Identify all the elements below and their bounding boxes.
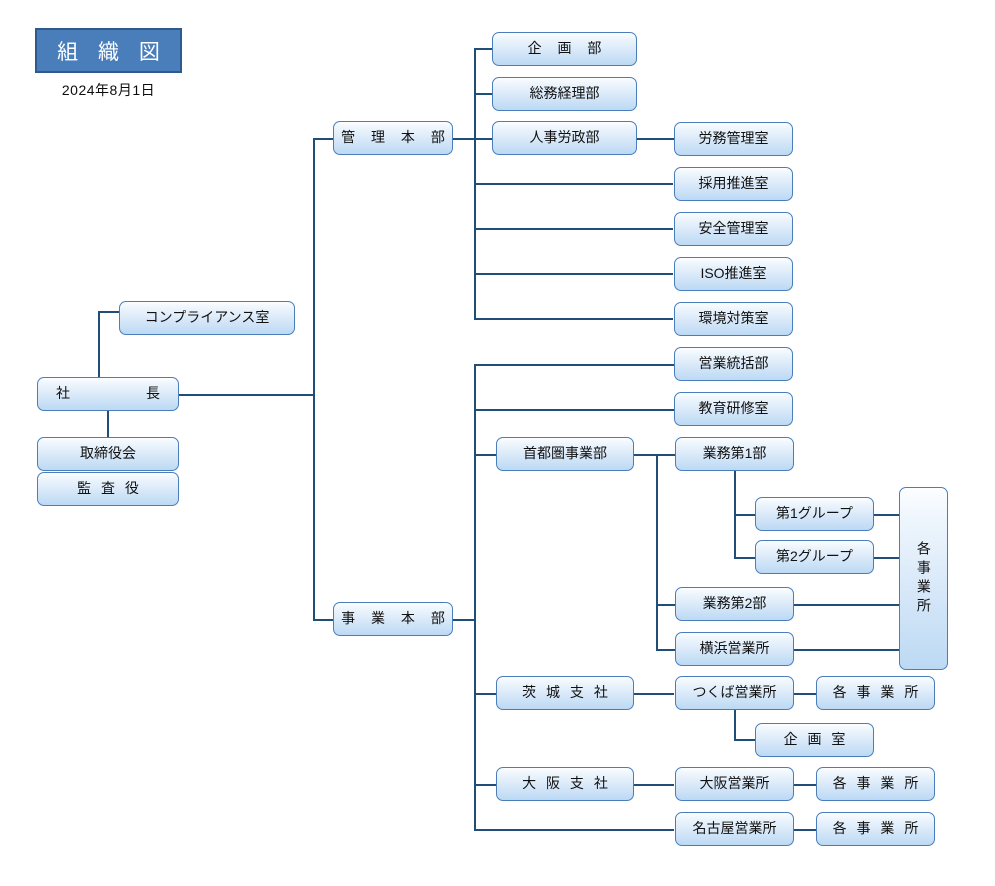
line-trunk-admin-hq (313, 138, 335, 140)
node-osaka-sales-office[interactable]: 大阪営業所 (675, 767, 794, 801)
node-recruitment-office[interactable]: 採用推進室 (674, 167, 793, 201)
line-metro-to-ops2 (656, 604, 675, 606)
node-safety-management-office[interactable]: 安全管理室 (674, 212, 793, 246)
line-metro-to-ops1 (656, 454, 675, 456)
line-trunk-business-hq (313, 619, 335, 621)
node-operations-department-1[interactable]: 業務第1部 (675, 437, 794, 471)
node-operations-department-2[interactable]: 業務第2部 (675, 587, 794, 621)
line-business-to-salescontrol (474, 364, 674, 366)
line-president-compliance-vertical (98, 311, 100, 395)
line-tsukuba-to-planning-vertical (734, 710, 736, 740)
node-sales-control-department[interactable]: 営業統括部 (674, 347, 793, 381)
node-business-headquarters[interactable]: 事 業 本 部 (333, 602, 453, 636)
line-metro-innertrunk-vertical (656, 454, 658, 649)
node-admin-headquarters[interactable]: 管 理 本 部 (333, 121, 453, 155)
node-president[interactable]: 社 長 (37, 377, 179, 411)
line-osakaoffice-to-sites (794, 784, 816, 786)
line-business-subtrunk (474, 364, 476, 829)
node-each-business-site-nagoya[interactable]: 各 事 業 所 (816, 812, 935, 846)
line-admin-to-general (474, 93, 493, 95)
line-ibaraki-to-tsukuba (634, 693, 674, 695)
line-metro-innertrunk (634, 454, 658, 456)
node-planning-department[interactable]: 企 画 部 (492, 32, 637, 66)
line-hr-to-labor (634, 138, 674, 140)
line-president-compliance-horizontal (98, 311, 122, 313)
line-business-to-nagoya (474, 829, 674, 831)
node-yokohama-sales-office[interactable]: 横浜営業所 (675, 632, 794, 666)
line-tsukuba-to-sites (794, 693, 816, 695)
chart-date: 2024年8月1日 (61, 82, 156, 98)
line-group1-to-sites (874, 514, 899, 516)
node-group-2[interactable]: 第2グループ (755, 540, 874, 574)
line-president-trunk (178, 394, 315, 396)
line-president-board (107, 410, 109, 438)
node-each-business-site-metro[interactable]: 各事業所 (899, 487, 948, 670)
line-tsukuba-to-planning-horizontal (734, 739, 756, 741)
node-metropolitan-division[interactable]: 首都圏事業部 (496, 437, 634, 471)
line-metro-to-yokohama (656, 649, 675, 651)
line-ops1-to-group2 (734, 557, 756, 559)
line-admin-to-iso (474, 273, 673, 275)
line-admin-to-safety (474, 228, 673, 230)
node-environment-office[interactable]: 環境対策室 (674, 302, 793, 336)
page-title: 組 織 図 (35, 28, 182, 73)
node-nagoya-sales-office[interactable]: 名古屋営業所 (675, 812, 794, 846)
node-ibaraki-branch[interactable]: 茨 城 支 社 (496, 676, 634, 710)
line-business-to-osaka (474, 784, 496, 786)
line-businesshq-subtrunk (452, 619, 476, 621)
line-group2-to-sites (874, 557, 899, 559)
node-compliance-office[interactable]: コンプライアンス室 (119, 301, 295, 335)
node-labor-management-office[interactable]: 労務管理室 (674, 122, 793, 156)
node-osaka-branch[interactable]: 大 阪 支 社 (496, 767, 634, 801)
line-business-to-metro (474, 454, 496, 456)
node-each-business-site-osaka[interactable]: 各 事 業 所 (816, 767, 935, 801)
node-training-office[interactable]: 教育研修室 (674, 392, 793, 426)
node-hr-labor-department[interactable]: 人事労政部 (492, 121, 637, 155)
line-admin-to-planning (474, 48, 493, 50)
node-planning-office[interactable]: 企 画 室 (755, 723, 874, 757)
node-general-affairs-accounting-department[interactable]: 総務経理部 (492, 77, 637, 111)
line-business-to-ibaraki (474, 693, 496, 695)
node-iso-promotion-office[interactable]: ISO推進室 (674, 257, 793, 291)
line-main-trunk (313, 138, 315, 620)
node-tsukuba-sales-office[interactable]: つくば営業所 (675, 676, 794, 710)
node-auditor[interactable]: 監 査 役 (37, 472, 179, 506)
line-ops2-to-sites (794, 604, 899, 606)
line-hr-to-recruit (474, 183, 673, 185)
line-yokohama-to-sites (794, 649, 899, 651)
node-group-1[interactable]: 第1グループ (755, 497, 874, 531)
node-board-of-directors[interactable]: 取締役会 (37, 437, 179, 471)
line-admin-to-env (474, 318, 673, 320)
line-adminhq-subtrunk (452, 138, 476, 140)
node-each-business-site-tsukuba[interactable]: 各 事 業 所 (816, 676, 935, 710)
line-nagoya-to-sites (794, 829, 816, 831)
line-ops1-to-group1 (734, 514, 756, 516)
line-business-to-training (474, 409, 674, 411)
line-osaka-to-office (634, 784, 674, 786)
line-admin-to-hr (474, 138, 493, 140)
